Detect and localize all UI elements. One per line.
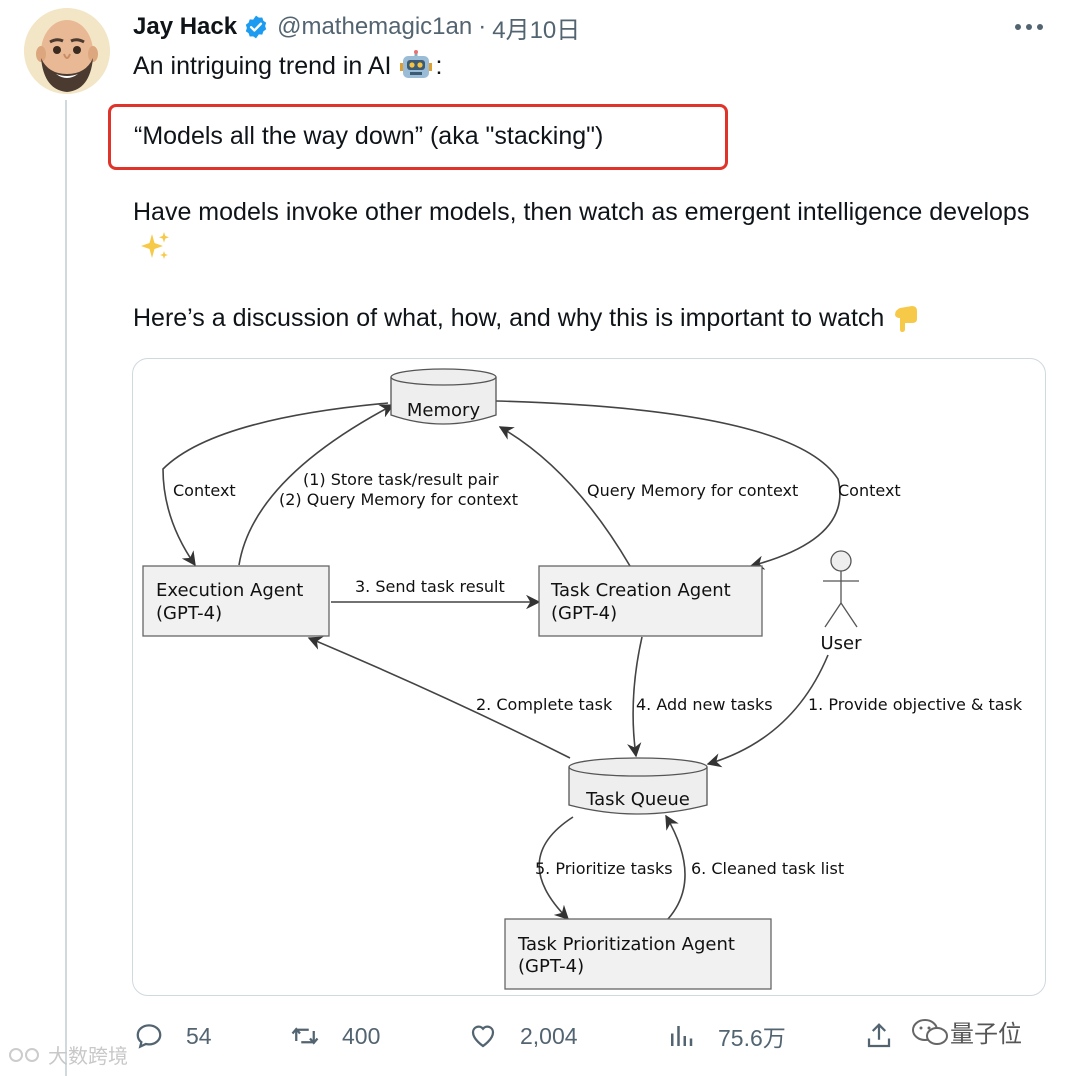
prioritize-label: 5. Prioritize tasks	[535, 859, 673, 878]
reply-button[interactable]: 54	[134, 1016, 212, 1056]
context-left-label: Context	[173, 481, 236, 500]
line1-text: An intriguing trend in AI	[133, 51, 392, 80]
provide-objective-label: 1. Provide objective & task	[808, 695, 1023, 714]
edge-memory-creation-context	[495, 400, 841, 570]
watermark-right-text: 量子位	[950, 1021, 1022, 1048]
tweet-date[interactable]: 4月10日	[492, 16, 581, 44]
edge-complete-task	[307, 636, 571, 759]
store-label-2: (2) Query Memory for context	[279, 490, 518, 509]
babyagi-diagram: Memory Task Queue Execution Agent (GPT-4…	[142, 368, 1023, 990]
like-button[interactable]: 2,004	[468, 1016, 578, 1056]
tweet-paragraph-2: Have models invoke other models, then wa…	[133, 194, 1033, 266]
creation-agent-model: (GPT-4)	[551, 603, 617, 624]
verified-badge-icon	[245, 15, 267, 39]
reply-icon	[136, 1024, 162, 1049]
edge-memory-exec-context	[162, 402, 389, 567]
edge-add-tasks	[627, 636, 643, 758]
views-chart-icon	[671, 1026, 693, 1046]
exec-agent-model: (GPT-4)	[156, 603, 222, 624]
task-prioritization-agent-node: Task Prioritization Agent (GPT-4)	[504, 918, 772, 990]
watermark-right: 量子位	[910, 1014, 1022, 1049]
tweet-actions: 54 400 2,004 75.6万	[130, 1016, 1050, 1056]
task-queue-label: Task Queue	[585, 789, 690, 810]
share-icon	[867, 1023, 891, 1048]
diagram-image[interactable]: Memory Task Queue Execution Agent (GPT-4…	[132, 358, 1046, 996]
line1-suffix: :	[435, 51, 443, 80]
tweet-header: Jay Hack @mathemagic1an · 4月10日	[133, 10, 580, 44]
prior-agent-model: (GPT-4)	[518, 956, 584, 977]
avatar[interactable]	[24, 8, 110, 94]
more-options-icon[interactable]	[1010, 14, 1050, 40]
exec-agent-title: Execution Agent	[156, 580, 303, 601]
sparkles-emoji-icon	[141, 232, 169, 259]
user-actor	[823, 550, 859, 628]
store-label-1: (1) Store task/result pair	[303, 470, 499, 489]
heart-icon	[471, 1025, 495, 1048]
cleaned-list-label: 6. Cleaned task list	[691, 859, 844, 878]
robot-emoji-icon	[399, 50, 432, 78]
thread-line	[65, 100, 67, 1076]
author-name[interactable]: Jay Hack	[133, 13, 238, 40]
user-label: User	[820, 633, 862, 654]
task-creation-agent-node: Task Creation Agent (GPT-4)	[538, 565, 763, 637]
views-count: 75.6万	[718, 1025, 786, 1051]
author-handle[interactable]: @mathemagic1an	[277, 13, 473, 40]
retweet-count: 400	[342, 1022, 381, 1049]
tweet-quote: “Models all the way down” (aka "stacking…	[134, 122, 604, 150]
prior-agent-title: Task Prioritization Agent	[517, 934, 735, 955]
edge-prioritize	[538, 816, 574, 921]
creation-agent-title: Task Creation Agent	[550, 580, 731, 601]
para3-text: Here’s a discussion of what, how, and wh…	[133, 303, 885, 332]
complete-task-label: 2. Complete task	[476, 695, 613, 714]
query-memory-label: Query Memory for context	[587, 481, 798, 500]
highlight-box	[108, 104, 728, 170]
task-queue-node: Task Queue	[568, 757, 708, 815]
watermark-logo-icon	[9, 1047, 39, 1062]
retweet-icon	[291, 1027, 319, 1045]
views-button[interactable]: 75.6万	[666, 1016, 786, 1056]
tweet-paragraph-3: Here’s a discussion of what, how, and wh…	[133, 302, 922, 334]
execution-agent-node: Execution Agent (GPT-4)	[142, 565, 330, 637]
avatar-memoji-icon	[24, 8, 110, 94]
watermark-left: 大数跨境	[8, 1040, 128, 1069]
add-tasks-label: 4. Add new tasks	[636, 695, 773, 714]
edge-creation-memory-query	[498, 426, 631, 567]
share-button[interactable]	[864, 1016, 916, 1056]
edge-exec-memory-store	[238, 404, 395, 566]
context-right-label: Context	[838, 481, 901, 500]
send-result-label: 3. Send task result	[355, 577, 505, 596]
reply-count: 54	[186, 1022, 212, 1049]
memory-node: Memory	[390, 368, 497, 425]
like-count: 2,004	[520, 1022, 578, 1049]
wechat-icon	[912, 1018, 948, 1045]
para2-text: Have models invoke other models, then wa…	[133, 198, 1030, 226]
edge-cleaned-list	[665, 814, 686, 920]
edge-provide-objective	[706, 654, 829, 768]
memory-label: Memory	[407, 400, 481, 421]
separator-dot: ·	[478, 13, 487, 40]
tweet-line1: An intriguing trend in AI :	[133, 50, 442, 82]
watermark-left-text: 大数跨境	[48, 1046, 128, 1068]
retweet-button[interactable]: 400	[290, 1016, 380, 1056]
pointing-down-emoji-icon	[895, 306, 918, 332]
